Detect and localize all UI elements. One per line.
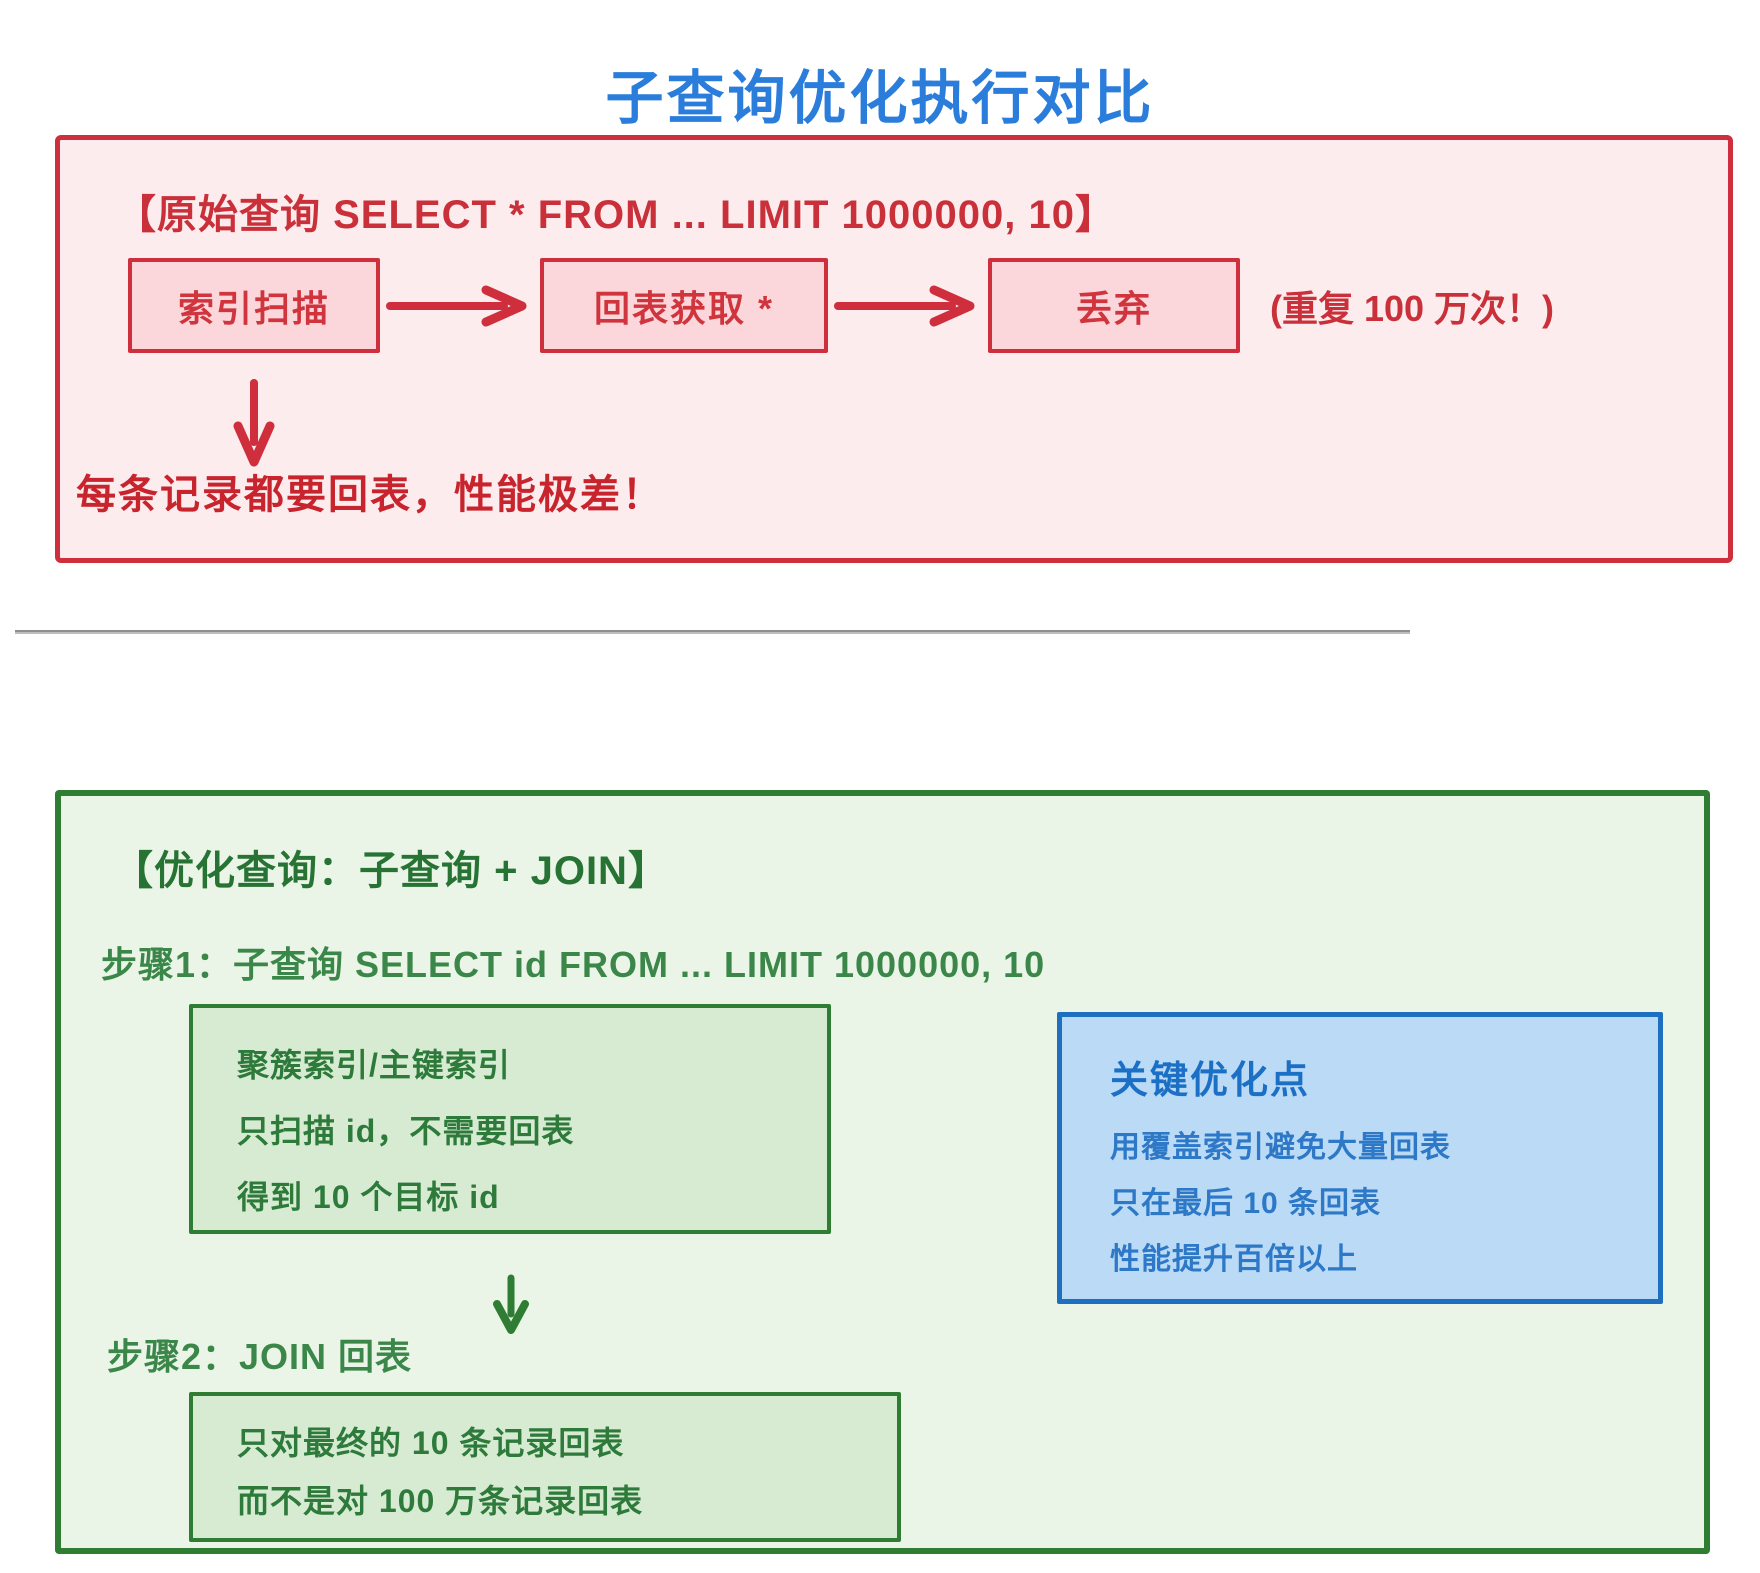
page-title: 子查询优化执行对比 <box>605 65 1155 131</box>
join-box-line: 而不是对 100 万条记录回表 <box>237 1483 644 1519</box>
clustered-index-box: 聚簇索引/主键索引 只扫描 id，不需要回表 得到 10 个目标 id <box>189 1004 831 1234</box>
step1-label: 步骤1：子查询 SELECT id FROM ... LIMIT 1000000… <box>101 944 1046 985</box>
flow-step-discard: 丢弃 <box>988 258 1240 353</box>
repeat-note: (重复 100 万次！) <box>1270 287 1555 329</box>
arrow-down-icon <box>489 1274 533 1341</box>
key-points-line: 只在最后 10 条回表 <box>1110 1187 1382 1220</box>
key-points-line: 用覆盖索引避免大量回表 <box>1110 1131 1451 1164</box>
arrow-right-icon <box>384 284 536 328</box>
arrow-right-icon <box>832 284 984 328</box>
key-points-title: 关键优化点 <box>1110 1060 1311 1102</box>
optimized-query-header: 【优化查询：子查询 + JOIN】 <box>113 849 669 893</box>
original-query-header: 【原始查询 SELECT * FROM ... LIMIT 1000000, 1… <box>116 193 1116 237</box>
original-flow: 索引扫描 回表获取 * 丢弃 (重复 100 万次！) <box>128 258 1554 353</box>
original-query-panel: 【原始查询 SELECT * FROM ... LIMIT 1000000, 1… <box>55 135 1733 563</box>
join-back-to-table-box: 只对最终的 10 条记录回表 而不是对 100 万条记录回表 <box>189 1392 901 1542</box>
index-box-line: 只扫描 id，不需要回表 <box>237 1113 575 1149</box>
index-box-line: 聚簇索引/主键索引 <box>237 1047 511 1083</box>
key-points-box: 关键优化点 用覆盖索引避免大量回表 只在最后 10 条回表 性能提升百倍以上 <box>1057 1012 1663 1304</box>
section-divider <box>15 630 1410 634</box>
index-box-line: 得到 10 个目标 id <box>237 1179 500 1215</box>
performance-warning-text: 每条记录都要回表，性能极差！ <box>76 473 664 517</box>
flow-step-index-scan: 索引扫描 <box>128 258 380 353</box>
join-box-line: 只对最终的 10 条记录回表 <box>237 1425 625 1461</box>
optimized-query-panel: 【优化查询：子查询 + JOIN】 步骤1：子查询 SELECT id FROM… <box>55 790 1710 1554</box>
key-points-line: 性能提升百倍以上 <box>1110 1243 1358 1276</box>
flow-step-back-to-table: 回表获取 * <box>540 258 828 353</box>
step2-label: 步骤2：JOIN 回表 <box>107 1336 413 1377</box>
arrow-down-icon <box>230 378 278 475</box>
